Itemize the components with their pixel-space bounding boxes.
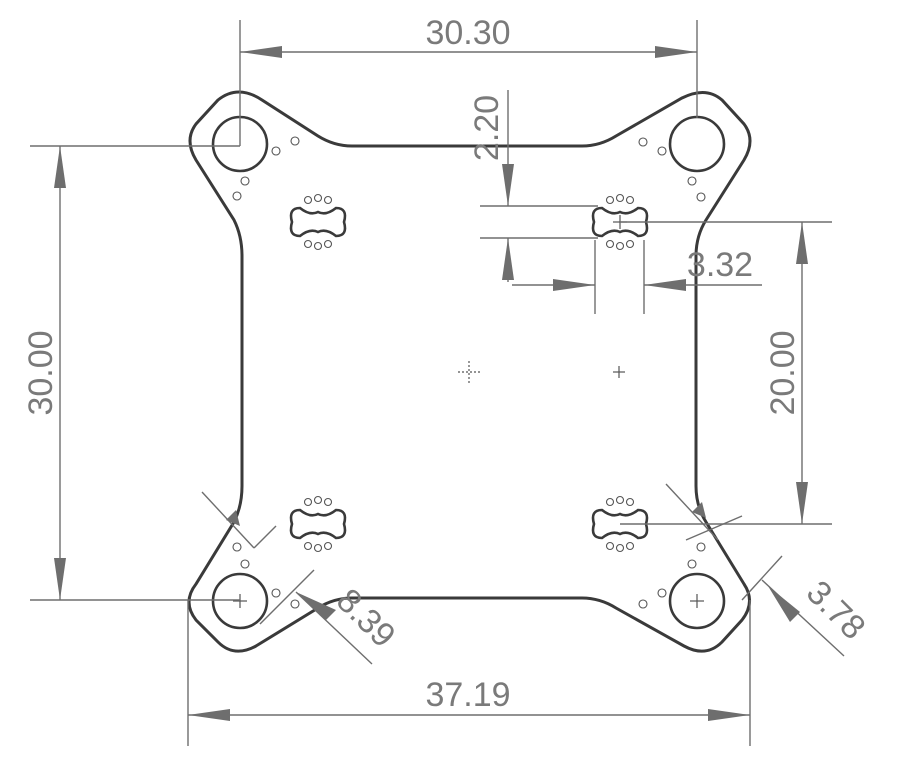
slot-top-right — [591, 193, 649, 251]
center-marks — [233, 361, 704, 608]
dim-top-width: 30.30 — [239, 14, 698, 146]
plate-outline — [187, 90, 752, 653]
mount-hole-top-right — [668, 115, 726, 173]
slot-bottom-right — [591, 495, 649, 553]
slot-top-left — [289, 193, 347, 251]
dim-bottom-width-label: 37.19 — [425, 676, 510, 714]
dim-slot-width: 3.32 — [512, 240, 762, 314]
dim-top-offset-label: 2.20 — [468, 95, 506, 161]
corner-vias — [232, 136, 706, 609]
dim-right-height-label: 20.00 — [764, 330, 802, 415]
dim-br-diagonal-label: 3.78 — [799, 573, 873, 647]
dim-top-offset: 2.20 — [468, 90, 598, 282]
dim-left-height-label: 30.00 — [22, 330, 60, 415]
slot-group — [289, 193, 649, 553]
slot-bottom-left — [289, 495, 347, 553]
dim-br-diagonal: 3.78 — [665, 483, 873, 657]
dim-slot-width-label: 3.32 — [687, 246, 753, 284]
dim-left-height: 30.00 — [22, 145, 240, 601]
dim-right-height: 20.00 — [620, 221, 832, 525]
corner-holes — [211, 115, 726, 630]
dim-bottom-width: 37.19 — [187, 600, 751, 746]
dim-bl-diagonal-label: 8.39 — [329, 581, 403, 655]
dim-top-width-label: 30.30 — [425, 14, 510, 52]
